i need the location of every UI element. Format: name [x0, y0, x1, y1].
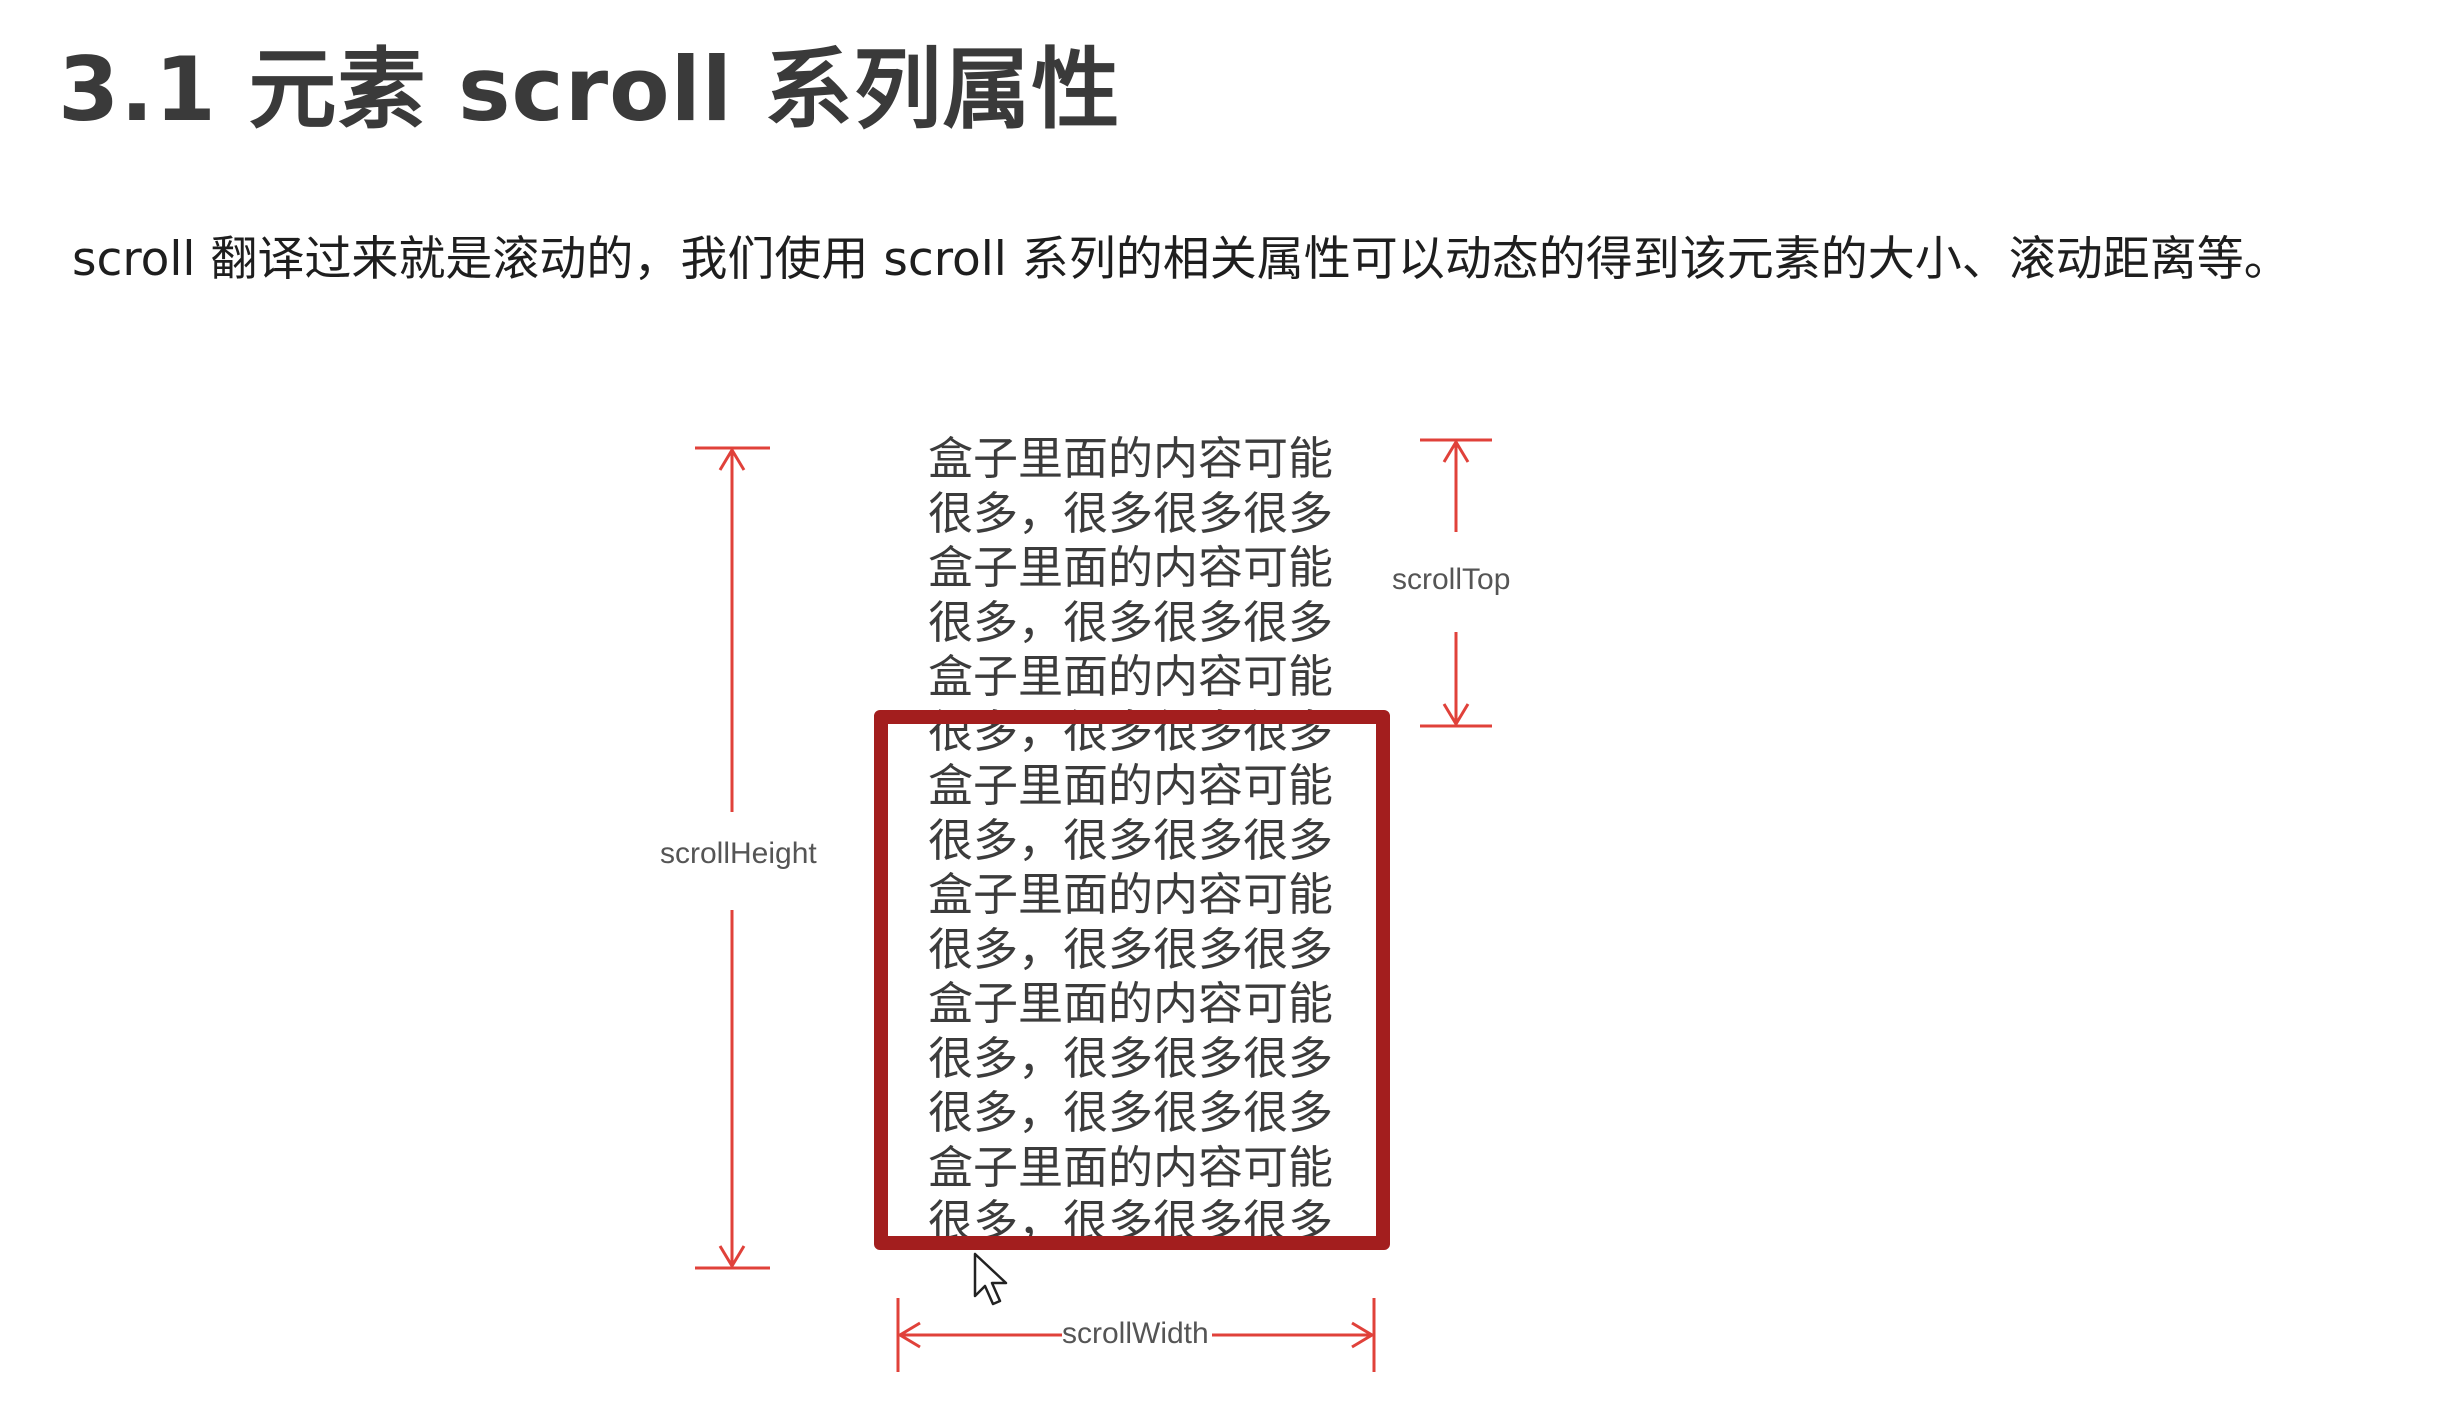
- scroll-width-label: scrollWidth: [1062, 1316, 1209, 1352]
- arrow-cursor-icon: [973, 1252, 1008, 1306]
- scroll-width-arrow-right: [1351, 1321, 1375, 1349]
- content-line: 盒子里面的内容可能: [928, 541, 1334, 594]
- scroll-top-arrow-up: [1442, 439, 1470, 463]
- visible-box-border: [874, 710, 1390, 1250]
- content-line: 盒子里面的内容可能: [928, 432, 1334, 485]
- content-line: 很多，很多很多很多: [928, 1086, 1334, 1139]
- scroll-height-label: scrollHeight: [660, 836, 817, 872]
- intro-paragraph: scroll 翻译过来就是滚动的，我们使用 scroll 系列的相关属性可以动态…: [72, 232, 2291, 287]
- content-line: 很多，很多很多很多: [928, 813, 1334, 867]
- box-content: 盒子里面的内容可能 很多，很多很多很多 盒子里面的内容可能 很多，很多很多很多 …: [928, 432, 1448, 1250]
- scroll-top-arrow-down: [1442, 703, 1470, 727]
- content-line: 盒子里面的内容可能: [928, 1140, 1334, 1194]
- content-line: 盒子里面的内容可能: [928, 868, 1334, 921]
- content-line: 很多，很多很多很多: [928, 595, 1334, 649]
- content-line: 很多，很多很多很多: [928, 922, 1334, 976]
- scroll-top-label: scrollTop: [1392, 562, 1511, 598]
- scroll-height-arrow-up: [718, 447, 746, 471]
- content-line: 盒子里面的内容可能: [928, 650, 1334, 703]
- content-line: 很多，很多很多很多: [928, 486, 1334, 540]
- content-line: 盒子里面的内容可能: [928, 759, 1334, 812]
- scroll-height-arrow-down: [718, 1245, 746, 1269]
- content-line: 盒子里面的内容可能: [928, 977, 1334, 1030]
- scroll-width-arrow-left: [897, 1321, 921, 1349]
- page-title: 3.1 元素 scroll 系列属性: [58, 38, 1121, 141]
- content-line: 很多，很多很多很多: [928, 1031, 1334, 1085]
